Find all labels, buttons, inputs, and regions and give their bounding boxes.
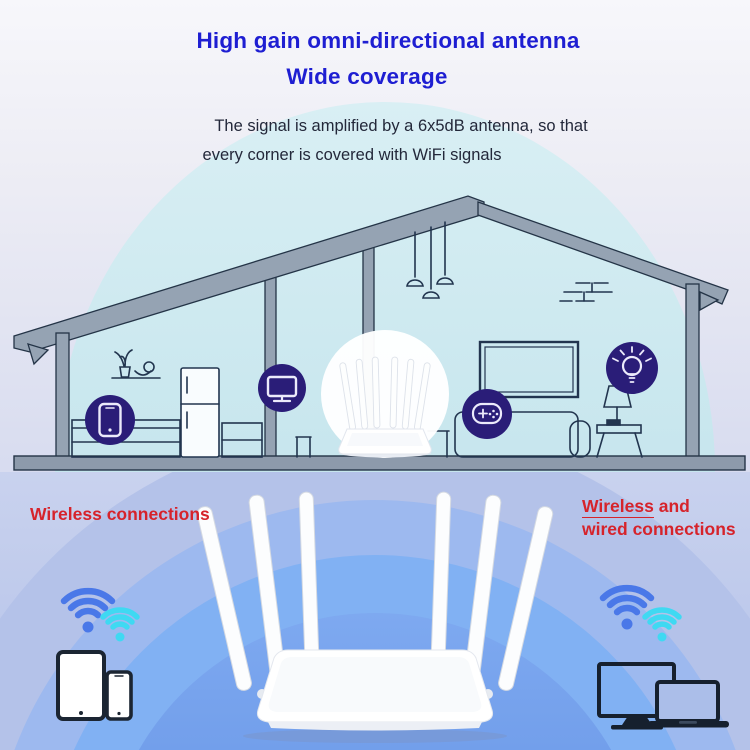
wifi-icon-cyan-right bbox=[642, 607, 682, 642]
mini-router-image bbox=[338, 356, 432, 458]
page-title-line2: Wide coverage bbox=[286, 64, 448, 89]
tablet-icon bbox=[56, 650, 106, 721]
gamepad-icon bbox=[462, 389, 512, 439]
smartphone-icon bbox=[105, 670, 133, 721]
device-icons bbox=[85, 342, 658, 445]
wired-connections-line: wired connections bbox=[582, 519, 736, 539]
laptop-icon bbox=[648, 680, 729, 728]
router-in-house bbox=[321, 330, 449, 458]
wireless-connections-label: Wireless connections bbox=[30, 504, 210, 524]
wifi-icon-blue bbox=[60, 587, 116, 633]
lightbulb-icon bbox=[606, 342, 658, 394]
page-title-line1: High gain omni-directional antenna bbox=[196, 28, 580, 53]
tv-icon bbox=[258, 364, 306, 412]
bottom-scene bbox=[56, 491, 729, 743]
wifi-icon-cyan bbox=[100, 607, 140, 642]
wireless-wired-connections-label: Wireless and wired connections bbox=[582, 495, 736, 541]
house-beams bbox=[13, 195, 746, 471]
phone-icon bbox=[85, 395, 135, 445]
router-image bbox=[196, 491, 554, 743]
connections-section: Wireless connections Wireless and wired … bbox=[0, 472, 750, 750]
wifi-icon-blue-right bbox=[599, 584, 655, 630]
subtitle-line1: The signal is amplified by a 6x5dB anten… bbox=[214, 117, 588, 135]
and-word: and bbox=[653, 496, 690, 516]
house-section: High gain omni-directional antenna Wide … bbox=[13, 28, 746, 472]
subtitle-line2: every corner is covered with WiFi signal… bbox=[202, 146, 502, 164]
wireless-word: Wireless bbox=[582, 496, 654, 518]
house-diagram bbox=[13, 195, 746, 471]
